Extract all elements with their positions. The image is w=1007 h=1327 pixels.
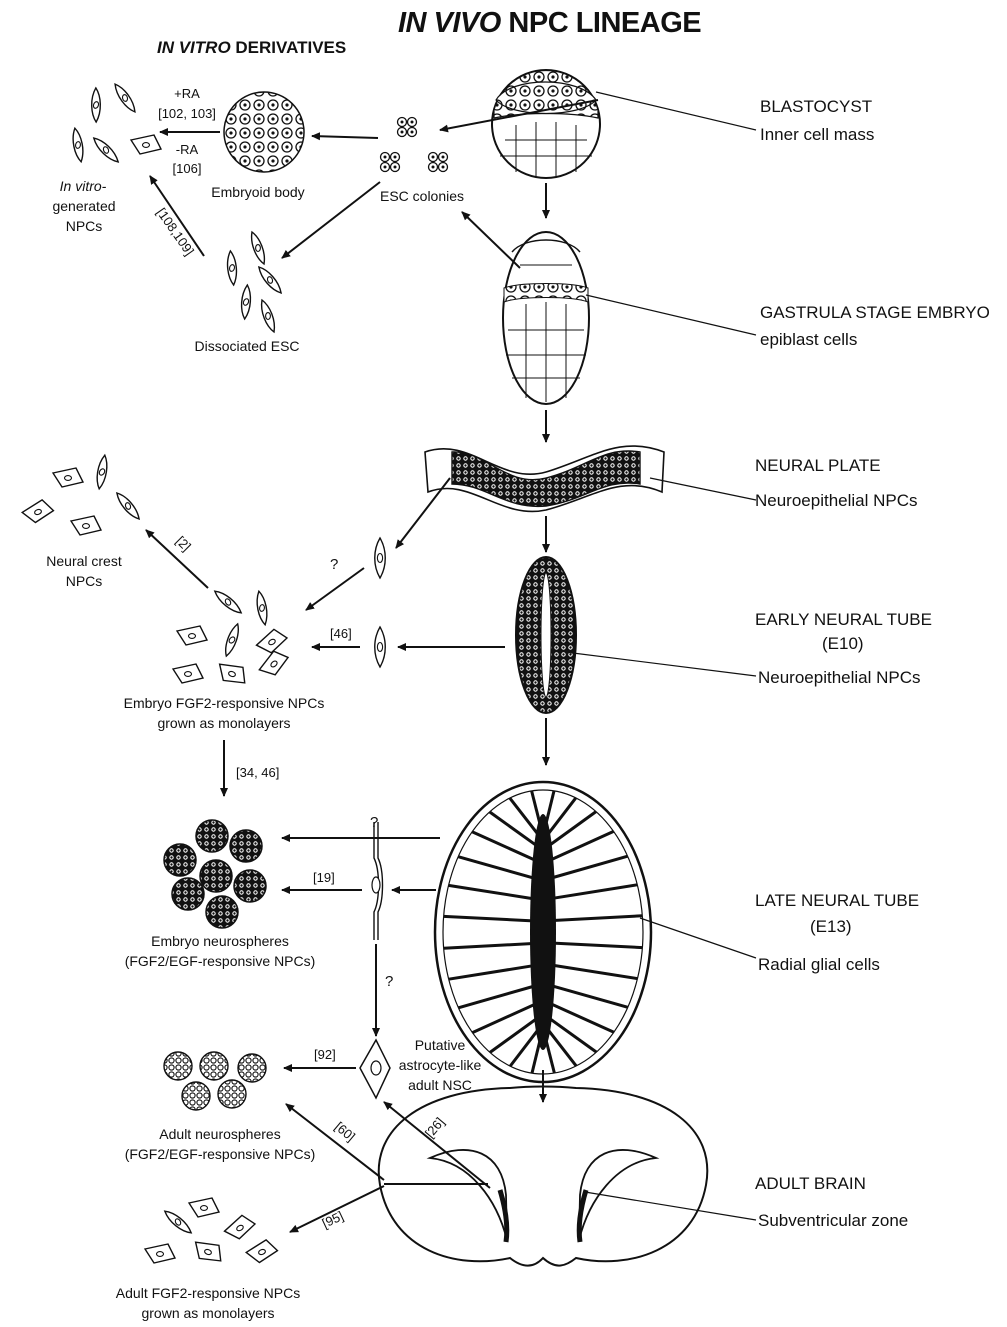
dissociated-esc-cells (222, 232, 282, 332)
putative-nsc-label-3: adult NSC (408, 1077, 472, 1094)
single-npc-cells (375, 538, 386, 667)
putative-nsc-label-2: astrocyte-like (399, 1057, 481, 1074)
esc-colonies-label: ESC colonies (380, 188, 464, 205)
embryo-neurospheres-drawing (164, 820, 266, 928)
neural-plate-drawing (425, 446, 664, 512)
radial-glia-cell (372, 822, 383, 940)
early-neural-tube-drawing (516, 557, 576, 713)
dissociated-esc-label: Dissociated ESC (194, 338, 299, 355)
gastrula-sub: epiblast cells (760, 330, 857, 350)
embryo-spheres-label-2: (FGF2/EGF-responsive NPCs) (125, 953, 316, 970)
early-tube-title: EARLY NEURAL TUBE (755, 610, 932, 630)
adult-fgf2-monolayer-cells (145, 1198, 279, 1266)
ra-minus-refs: [106] (173, 161, 202, 177)
neural-plate-title: NEURAL PLATE (755, 456, 881, 476)
embryo-fgf2-monolayer-cells (173, 585, 291, 688)
in-vitro-subtitle: IN VITRO DERIVATIVES (157, 38, 346, 58)
ref-34-46: [34, 46] (236, 765, 279, 781)
gastrula-drawing (503, 232, 589, 404)
ref-19: [19] (313, 870, 335, 886)
embryoid-body-drawing (224, 92, 304, 172)
unknown-marker-3: ? (385, 973, 393, 991)
early-tube-sub: Neuroepithelial NPCs (758, 668, 921, 688)
adult-brain-sub: Subventricular zone (758, 1211, 908, 1231)
embryoid-body-label: Embryoid body (211, 184, 304, 201)
late-tube-stage: (E13) (810, 917, 852, 937)
adult-brain-title: ADULT BRAIN (755, 1174, 866, 1194)
main-title: IN VIVO NPC LINEAGE (398, 6, 701, 41)
putative-nsc-cell (360, 1040, 390, 1098)
ref-46: [46] (330, 626, 352, 642)
esc-colonies-drawing (381, 118, 448, 172)
putative-nsc-label-1: Putative (415, 1037, 466, 1054)
ra-minus-label: -RA (176, 142, 198, 158)
in-vitro-npcs-label-1: In vitro- (60, 178, 107, 195)
adult-spheres-label-2: (FGF2/EGF-responsive NPCs) (125, 1146, 316, 1163)
embryo-fgf2-label-1: Embryo FGF2-responsive NPCs (124, 695, 325, 712)
gastrula-title: GASTRULA STAGE EMBRYO (760, 303, 990, 323)
in-vitro-npcs-label-2: generated (52, 198, 115, 215)
late-tube-title: LATE NEURAL TUBE (755, 891, 919, 911)
unknown-marker-2: ? (370, 814, 378, 832)
adult-brain-drawing (379, 1087, 708, 1266)
blastocyst-sub: Inner cell mass (760, 125, 874, 145)
adult-neurospheres-drawing (164, 1052, 266, 1110)
unknown-marker-1: ? (330, 556, 338, 574)
neural-crest-label-2: NPCs (66, 573, 103, 590)
adult-fgf2-label-1: Adult FGF2-responsive NPCs (116, 1285, 300, 1302)
late-tube-sub: Radial glial cells (758, 955, 880, 975)
in-vitro-npcs-label-3: NPCs (66, 218, 103, 235)
blastocyst-title: BLASTOCYST (760, 97, 872, 117)
adult-fgf2-label-2: grown as monolayers (141, 1305, 274, 1322)
ra-plus-label: +RA (174, 86, 200, 102)
embryo-spheres-label-1: Embryo neurospheres (151, 933, 289, 950)
ref-92: [92] (314, 1047, 336, 1063)
adult-spheres-label-1: Adult neurospheres (159, 1126, 280, 1143)
neural-plate-sub: Neuroepithelial NPCs (755, 491, 918, 511)
neural-crest-cells (20, 455, 139, 535)
blastocyst-drawing (492, 70, 600, 178)
early-tube-stage: (E10) (822, 634, 864, 654)
in-vitro-npc-cells (69, 81, 161, 167)
late-neural-tube-drawing (435, 782, 651, 1082)
neural-crest-label-1: Neural crest (46, 553, 121, 570)
ra-plus-refs: [102, 103] (158, 106, 216, 122)
late-tube-arrows (282, 838, 440, 1036)
embryo-fgf2-label-2: grown as monolayers (157, 715, 290, 732)
